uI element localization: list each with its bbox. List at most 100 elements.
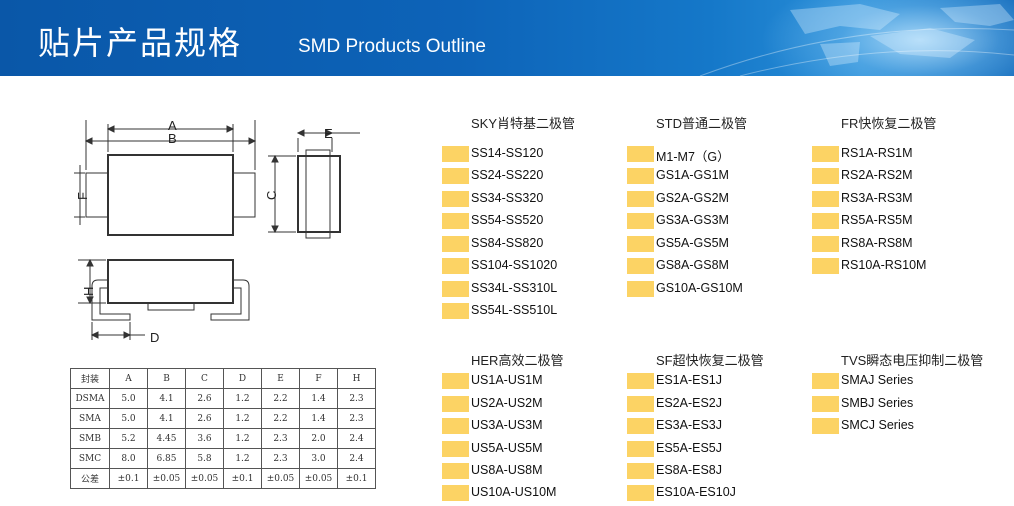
product-group-sky: SKY肖特基二极管 SS14-SS120 SS24-SS220 SS34-SS3… bbox=[442, 113, 612, 323]
table-cell: 1.4 bbox=[299, 388, 338, 409]
table-cell: SMC bbox=[70, 448, 110, 469]
item-label: SMAJ Series bbox=[841, 373, 914, 387]
dimension-label-b: B bbox=[168, 131, 177, 146]
package-dimension-table: 封装 A B C D E F H DSMA 5.0 4.1 2.6 1.2 2.… bbox=[70, 368, 376, 489]
item-label: RS3A-RS3M bbox=[841, 191, 913, 205]
swatch bbox=[627, 373, 654, 389]
item-label: US2A-US2M bbox=[471, 396, 543, 410]
top-view-lead-right bbox=[232, 172, 256, 218]
swatch bbox=[442, 441, 469, 457]
swatch bbox=[442, 303, 469, 319]
item-label: GS2A-GS2M bbox=[656, 191, 729, 205]
product-group-tvs: TVS瞬态电压抑制二极管 SMAJ Series SMBJ Series SMC… bbox=[812, 350, 1002, 440]
swatch bbox=[442, 373, 469, 389]
page-subtitle: SMD Products Outline bbox=[298, 36, 486, 57]
swatch bbox=[812, 236, 839, 252]
item-label: SS54L-SS510L bbox=[471, 303, 558, 317]
product-group-her: HER高效二极管 US1A-US1M US2A-US2M US3A-US3M U… bbox=[442, 350, 612, 502]
page-title: 贴片产品规格 bbox=[38, 24, 243, 62]
table-cell: 3.0 bbox=[299, 448, 338, 469]
table-cell: 5.0 bbox=[109, 408, 148, 429]
swatch bbox=[812, 191, 839, 207]
swatch bbox=[627, 168, 654, 184]
table-cell: 4.1 bbox=[147, 388, 186, 409]
table-cell: 2.3 bbox=[261, 448, 300, 469]
swatch bbox=[812, 396, 839, 412]
item-label: ES2A-ES2J bbox=[656, 396, 723, 410]
swatch bbox=[627, 213, 654, 229]
dimension-label-a: A bbox=[168, 118, 177, 133]
table-cell: ±0.05 bbox=[147, 468, 186, 489]
item-label: SS34L-SS310L bbox=[471, 281, 558, 295]
item-label: ES8A-ES8J bbox=[656, 463, 723, 477]
group-heading: TVS瞬态电压抑制二极管 bbox=[841, 353, 984, 368]
table-cell: 8.0 bbox=[109, 448, 148, 469]
table-cell: 1.2 bbox=[223, 408, 262, 429]
table-cell: 2.3 bbox=[337, 388, 376, 409]
swatch bbox=[627, 485, 654, 501]
table-cell: 1.2 bbox=[223, 428, 262, 449]
swatch bbox=[812, 258, 839, 274]
item-label: GS8A-GS8M bbox=[656, 258, 729, 272]
swatch bbox=[812, 418, 839, 434]
swatch bbox=[442, 418, 469, 434]
table-row: 公差 ±0.1 ±0.05 ±0.05 ±0.1 ±0.05 ±0.05 ±0.… bbox=[70, 468, 376, 489]
group-heading: FR快恢复二极管 bbox=[841, 116, 937, 131]
item-label: US3A-US3M bbox=[471, 418, 543, 432]
top-view-body bbox=[107, 154, 234, 236]
table-cell: 2.4 bbox=[337, 428, 376, 449]
swatch bbox=[442, 281, 469, 297]
item-label: GS1A-GS1M bbox=[656, 168, 729, 182]
table-header-row: 封装 A B C D E F H bbox=[70, 368, 376, 389]
swatch bbox=[627, 191, 654, 207]
swatch bbox=[627, 441, 654, 457]
front-view-lead-right bbox=[210, 279, 250, 321]
table-cell: 4.45 bbox=[147, 428, 186, 449]
item-label: ES5A-ES5J bbox=[656, 441, 723, 455]
swatch bbox=[442, 191, 469, 207]
item-label: ES3A-ES3J bbox=[656, 418, 723, 432]
swatch bbox=[442, 236, 469, 252]
table-cell: DSMA bbox=[70, 388, 110, 409]
dimension-label-e: E bbox=[324, 126, 333, 141]
table-header-cell: A bbox=[109, 368, 148, 389]
table-header-cell: F bbox=[299, 368, 338, 389]
table-header-cell: C bbox=[185, 368, 224, 389]
item-label: US10A-US10M bbox=[471, 485, 557, 499]
table-cell: 公差 bbox=[70, 468, 110, 489]
table-row: SMA 5.0 4.1 2.6 1.2 2.2 1.4 2.3 bbox=[70, 408, 376, 429]
item-label: RS10A-RS10M bbox=[841, 258, 927, 272]
item-label: SS54-SS520 bbox=[471, 213, 544, 227]
table-header-cell: E bbox=[261, 368, 300, 389]
top-view-lead-left bbox=[85, 172, 109, 218]
item-label: RS2A-RS2M bbox=[841, 168, 913, 182]
swatch bbox=[442, 485, 469, 501]
table-cell: ±0.05 bbox=[261, 468, 300, 489]
table-cell: 1.4 bbox=[299, 408, 338, 429]
table-row: DSMA 5.0 4.1 2.6 1.2 2.2 1.4 2.3 bbox=[70, 388, 376, 409]
item-label: RS5A-RS5M bbox=[841, 213, 913, 227]
package-outline-diagram: A B F E C H D bbox=[74, 118, 360, 345]
table-cell: 1.2 bbox=[223, 388, 262, 409]
dimension-label-c: C bbox=[264, 191, 279, 200]
item-label: GS10A-GS10M bbox=[656, 281, 743, 295]
item-label: SS14-SS120 bbox=[471, 146, 544, 160]
item-label: SS104-SS1020 bbox=[471, 258, 558, 272]
table-cell: SMB bbox=[70, 428, 110, 449]
table-cell: 5.8 bbox=[185, 448, 224, 469]
table-cell: 6.85 bbox=[147, 448, 186, 469]
table-cell: 4.1 bbox=[147, 408, 186, 429]
table-cell: ±0.1 bbox=[337, 468, 376, 489]
swatch bbox=[812, 168, 839, 184]
table-cell: ±0.05 bbox=[299, 468, 338, 489]
item-label: US8A-US8M bbox=[471, 463, 543, 477]
swatch bbox=[627, 258, 654, 274]
swatch bbox=[627, 418, 654, 434]
front-view-body bbox=[107, 259, 234, 304]
table-cell: 2.4 bbox=[337, 448, 376, 469]
table-header-cell: D bbox=[223, 368, 262, 389]
world-map-graphic bbox=[699, 4, 1014, 76]
table-row: SMB 5.2 4.45 3.6 1.2 2.3 2.0 2.4 bbox=[70, 428, 376, 449]
table-cell: SMA bbox=[70, 408, 110, 429]
item-label: RS8A-RS8M bbox=[841, 236, 913, 250]
